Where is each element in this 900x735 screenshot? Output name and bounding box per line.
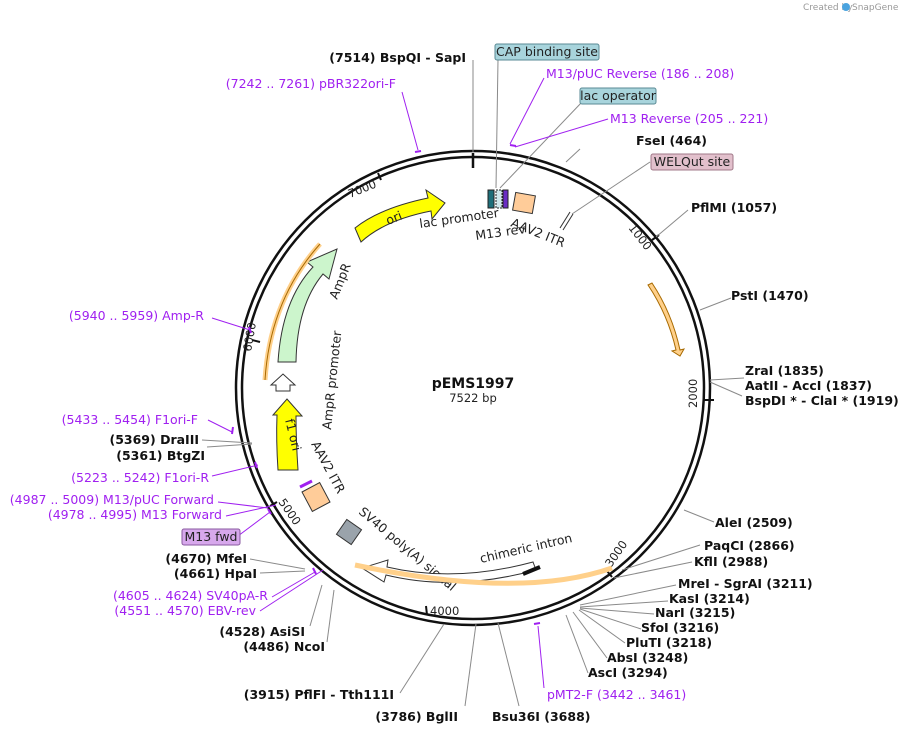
lac-operator-label: lac operator — [580, 88, 657, 103]
primer-m13-reverse: M13 Reverse (205 .. 221) — [610, 111, 768, 126]
site-bspqi-sapi: (7514) BspQI - SapI — [329, 50, 466, 65]
site-sfoi: SfoI (3216) — [641, 620, 719, 635]
primer-pbr322ori-f: (7242 .. 7261) pBR322ori-F — [226, 76, 396, 91]
site-aatii-acci: AatII - AccI (1837) — [745, 378, 872, 393]
site-pluti: PluTI (3218) — [626, 635, 712, 650]
site-pflmi: PflMI (1057) — [691, 200, 777, 215]
feature-chimeric-intron-label: chimeric intron — [478, 530, 573, 566]
ampr-promoter-arrow — [269, 373, 297, 392]
site-mrei-sgrai: MreI - SgrAI (3211) — [678, 576, 813, 591]
sv40-polya-box — [335, 518, 363, 546]
site-asci: AscI (3294) — [588, 665, 668, 680]
snapgene-credit: Created by SnapGene — [803, 3, 899, 13]
primer-f1ori-r: (5223 .. 5242) F1ori-R — [71, 470, 209, 485]
primer-m13-puc-forward: (4987 .. 5009) M13/pUC Forward — [10, 492, 214, 507]
tick-6000-mark — [251, 339, 261, 343]
site-asisi: (4528) AsiSI — [219, 624, 305, 639]
primer-leader-lines — [207, 77, 609, 689]
leader-lines — [201, 59, 745, 707]
site-hpai: (4661) HpaI — [174, 566, 257, 581]
tick-6000: 6000 — [240, 321, 259, 352]
m13-fwd-box — [181, 528, 241, 546]
tick-5000: 5000 — [276, 496, 304, 528]
primer-sv40pa-r: (4605 .. 4624) SV40pA-R — [113, 588, 268, 603]
primer-m13-forward: (4978 .. 4995) M13 Forward — [48, 507, 222, 522]
plasmid-length: 7522 bp — [449, 391, 497, 405]
credit-prefix: Created by — [803, 3, 853, 13]
lac-promoter-mark — [487, 189, 495, 209]
site-bspdi-clai: BspDI * - ClaI * (1919) — [745, 393, 899, 408]
boxed-labels: CAP binding site lac operator WELQut sit… — [181, 43, 734, 546]
tick-5000-mark — [269, 501, 278, 507]
feature-ampr-promoter-label: AmpR promoter — [319, 329, 344, 430]
orange-feature-right — [647, 282, 686, 357]
primer-m13-puc-reverse: M13/pUC Reverse (186 .. 208) — [546, 66, 734, 81]
restriction-sites: (7514) BspQI - SapI FseI (464) PflMI (10… — [110, 50, 899, 724]
primer-f1ori-f: (5433 .. 5454) F1ori-F — [62, 412, 198, 427]
site-nari: NarI (3215) — [655, 605, 735, 620]
primer-labels: (7242 .. 7261) pBR322ori-F M13/pUC Rever… — [10, 66, 768, 702]
tick-1000: 1000 — [626, 221, 655, 253]
primer-mark-m13-fwd — [299, 479, 313, 489]
welqut-site-box — [650, 153, 734, 171]
m13-fwd-label: M13 fwd — [184, 529, 237, 544]
lac-operator-box — [579, 87, 657, 105]
ampr-arrow — [277, 248, 338, 363]
site-mfei: (4670) MfeI — [165, 551, 247, 566]
site-fsei: FseI (464) — [636, 133, 707, 148]
tick-7000: 7000 — [346, 177, 378, 201]
site-ncoi: (4486) NcoI — [243, 639, 325, 654]
site-alei: AleI (2509) — [715, 515, 793, 530]
chimeric-intron-mark — [522, 565, 541, 576]
aav2-itr-right-box — [512, 191, 536, 215]
lac-operator-mark — [495, 189, 503, 209]
tick-4000: 4000 — [430, 604, 459, 618]
f1-ori-arrow — [271, 398, 304, 471]
tick-7000-mark — [377, 172, 382, 181]
cap-binding-site-box — [494, 43, 600, 61]
feature-m13-rev-label: M13 rev — [474, 221, 527, 243]
site-kfli: KflI (2988) — [694, 554, 768, 569]
site-absi: AbsI (3248) — [607, 650, 688, 665]
m13-rev-mark — [502, 189, 509, 209]
site-btgzi: (5361) BtgZI — [116, 448, 205, 463]
cap-binding-site-label: CAP binding site — [496, 44, 598, 59]
site-bsu36i: Bsu36I (3688) — [492, 709, 590, 724]
site-psti: PstI (1470) — [731, 288, 809, 303]
tick-4000-mark — [425, 605, 428, 616]
tick-3000: 3000 — [602, 538, 630, 570]
welqut-mark — [559, 211, 571, 229]
welqut-site-label: WELQut site — [654, 154, 731, 169]
credit-brand: SnapGene — [852, 3, 899, 13]
ori-arrow — [354, 188, 446, 243]
site-paqci: PaqCI (2866) — [704, 538, 795, 553]
primer-ebv-rev: (4551 .. 4570) EBV-rev — [114, 603, 256, 618]
orange-feature-bottom — [354, 562, 613, 586]
site-bglii: (3786) BglII — [375, 709, 458, 724]
feature-ori-label: ori — [384, 208, 405, 228]
site-kasi: KasI (3214) — [669, 591, 750, 606]
site-draiii: (5369) DraIII — [110, 432, 200, 447]
primer-pmt2-f: pMT2-F (3442 .. 3461) — [547, 687, 686, 702]
primer-tick-marks — [231, 144, 541, 625]
primer-amp-r: (5940 .. 5959) Amp-R — [69, 308, 204, 323]
tick-2000: 2000 — [686, 379, 700, 408]
plasmid-name: pEMS1997 — [432, 376, 515, 392]
aav2-itr-left-box — [301, 481, 331, 513]
site-zrai: ZraI (1835) — [745, 363, 824, 378]
snapgene-logo-icon — [842, 3, 850, 11]
site-pflfi-tth111i: (3915) PflFI - Tth111I — [244, 687, 394, 702]
